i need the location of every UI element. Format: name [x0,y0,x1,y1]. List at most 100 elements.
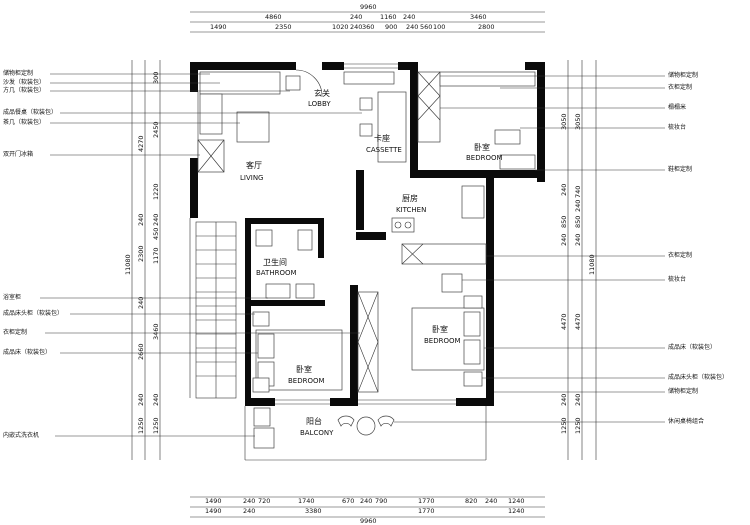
chair [359,123,373,137]
dim-right-c2-0: 3050 [574,113,582,130]
room-label-bathroom-zh: 卫生间 [263,257,287,267]
dim-left-c2-1: 2450 [152,121,160,138]
entry-door-arc [295,69,323,97]
dim-bot-r2-3: 1770 [418,507,435,515]
bottom-dimensions: 1490 240 720 1740 670 240 790 1770 820 2… [190,496,545,525]
dim-bottom-total: 9960 [360,517,377,525]
shoe-cabinet [499,154,536,170]
note-left: 内嵌式洗衣机 [3,431,39,439]
dim-left-c1-1: 240 [137,214,145,226]
dim-top-r2-6: 240 [406,23,418,31]
note-left: 双开门冰箱 [3,150,33,158]
dim-bot-r1-7: 1770 [418,497,435,505]
dim-left-c1-0: 4270 [137,135,145,152]
leisure-table [356,416,376,436]
dim-top-r2-1: 2350 [275,23,292,31]
dim-bot-r1-10: 1240 [508,497,525,505]
thin-lines [189,63,487,461]
dressing-table [441,273,463,293]
room-label-bedroom3-en: BEDROOM [424,337,461,345]
dim-top-5: 3460 [470,13,487,21]
dim-left-total: 11080 [124,254,132,275]
dim-left-c2-5: 1170 [152,247,160,264]
note-left: 成品床（软装包） [3,348,51,356]
dim-right-c2-2: 240 [574,200,582,212]
note-right: 鞋柜定制 [668,165,692,173]
dim-right-c2-4: 240 [574,234,582,246]
kitchen-sink [461,185,485,219]
nightstand [463,371,483,387]
dim-top-r2-8: 100 [433,23,445,31]
room-label-lobby-zh: 玄关 [314,88,330,98]
note-left: 茶几（软装包） [3,118,45,126]
room-label-balcony-en: BALCONY [300,429,334,437]
dim-right-c1-3: 240 [560,234,568,246]
note-left: 衣柜定制 [3,328,27,336]
dim-bot-r1-5: 240 [360,497,372,505]
note-left: 沙发（软装包） [3,78,45,86]
dim-left-c2-2: 1220 [152,183,160,200]
room-label-living-zh: 客厅 [246,160,262,170]
stove [391,217,415,233]
dim-left-c2-3: 240 [152,214,160,226]
dim-right-c2-6: 240 [574,394,582,406]
note-right: 梳妆台 [668,275,686,283]
wardrobe [401,243,487,265]
dim-left-c1-2: 2300 [137,245,145,262]
room-label-bedroom2-zh: 卧室 [296,364,312,374]
note-right: 衣柜定制 [668,83,692,91]
dim-top-r2-9: 2800 [478,23,495,31]
dressing-table [494,129,521,145]
bath-cabinet [295,283,315,299]
dim-right-c2-5: 4470 [574,313,582,330]
chair [359,97,373,111]
dim-bot-r1-6: 790 [375,497,387,505]
left-annotations: 储物柜定制 沙发（软装包） 方几（软装包） 成品餐桌（软装包） 茶几（软装包） … [3,69,362,439]
furniture [197,69,536,449]
dim-top-3: 1160 [380,13,397,21]
room-label-cassette-zh: 卡座 [374,133,390,143]
tatami [417,71,441,143]
dim-right-c2-7: 1250 [574,417,582,434]
dim-left-c2-4: 450 [152,228,160,240]
room-labels: 玄关 LOBBY 客厅 LIVING 卡座 CASSETTE 卧室 BEDROO… [240,88,503,437]
side-table [285,75,301,91]
nightstand [463,295,483,309]
dim-top-r2-0: 1490 [210,23,227,31]
room-label-living-en: LIVING [240,174,263,182]
lobby-cabinet [343,71,395,85]
left-dimensions: 11080 4270 240 2300 240 2660 240 1250 30… [124,60,161,460]
note-left: 方几（软装包） [3,86,45,94]
dim-bot-r2-4: 1240 [508,507,525,515]
dim-right-c1-5: 240 [560,394,568,406]
leisure-chair [337,415,355,427]
dim-top-r2-2: 1020 [332,23,349,31]
note-right: 成品床（软装包） [668,343,716,351]
dim-right-c1-4: 4470 [560,313,568,330]
dim-left-c2-8: 1250 [152,417,160,434]
room-label-bedroom3-zh: 卧室 [432,324,448,334]
dim-bot-r1-4: 670 [342,497,354,505]
nightstand [252,377,270,393]
note-right: 衣柜定制 [668,251,692,259]
room-label-kitchen-zh: 厨房 [402,193,418,203]
dim-left-c2-7: 240 [152,394,160,406]
nightstand [252,311,270,327]
note-left: 成品餐桌（软装包） [3,108,57,116]
dim-right-c1-0: 3050 [560,113,568,130]
dim-right-c2-1: 740 [574,186,582,198]
dim-left-c1-3: 240 [137,297,145,309]
room-label-bedroom1-zh: 卧室 [474,142,490,152]
dim-top-r2-4: 360 [362,23,374,31]
dim-top-1: 4860 [265,13,282,21]
dim-bot-r2-1: 240 [243,507,255,515]
dim-right-c1-1: 240 [560,184,568,196]
dim-bot-r1-1: 240 [243,497,255,505]
walls [190,62,545,406]
pillow [463,339,481,365]
wardrobe [439,71,536,87]
shower [297,229,313,251]
room-label-lobby-en: LOBBY [308,100,331,108]
note-right: 榻榻米 [668,103,686,111]
